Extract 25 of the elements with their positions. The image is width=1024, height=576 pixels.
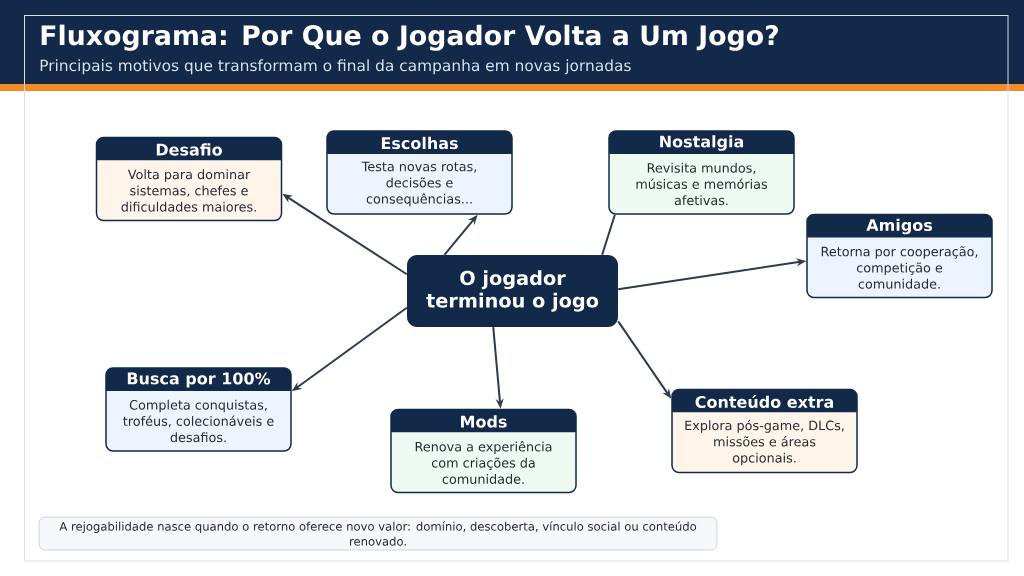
card-text: Revisita mundos, músicas e memórias afetivas. (636, 162, 768, 206)
reason-card (326, 130, 513, 215)
reason-card (671, 388, 858, 474)
subtitle: Principais motivos que transformam o final da campanha em novas jornadas (40, 59, 631, 75)
card-heading: Escolhas (381, 136, 458, 150)
card-text: Retorna por cooperação, competição e comunidade. (821, 246, 978, 289)
title: Fluxograma: Por Que o Jogador Volta a Um Jogo? (41, 24, 778, 51)
card-text: Explora pós-game, DLCs, missões e áreas opcionais. (685, 419, 844, 466)
start-box: O jogador terminou o jogo (407, 255, 618, 327)
card-heading: Mods (461, 415, 507, 428)
reason-card (806, 213, 993, 299)
reason-card (105, 367, 292, 452)
card-heading: Amigos (866, 218, 932, 235)
card-text: Renova a experiência com criações da comunidade. (415, 441, 552, 484)
card-heading: Conteúdo extra (695, 395, 833, 408)
reason-card (608, 130, 795, 215)
card-text: Volta para dominar sistemas, chefes e dificuldades maiores. (121, 169, 256, 212)
card-heading: Busca por 100% (127, 372, 271, 388)
reason-card (390, 408, 577, 494)
card-heading: Nostalgia (660, 135, 744, 151)
reason-card (95, 136, 283, 222)
card-text: Testa novas rotas, decisões e consequências... (361, 161, 477, 207)
card-heading: Desafio (156, 143, 222, 156)
note-box: A rejogabilidade nasce quando o retorno oferece novo valor: domínio, descoberta, vínculo social ou conteúdo renovado. (38, 516, 718, 551)
card-text: Completa conquistas, troféus, colecionáveis e desafios. (123, 399, 274, 443)
